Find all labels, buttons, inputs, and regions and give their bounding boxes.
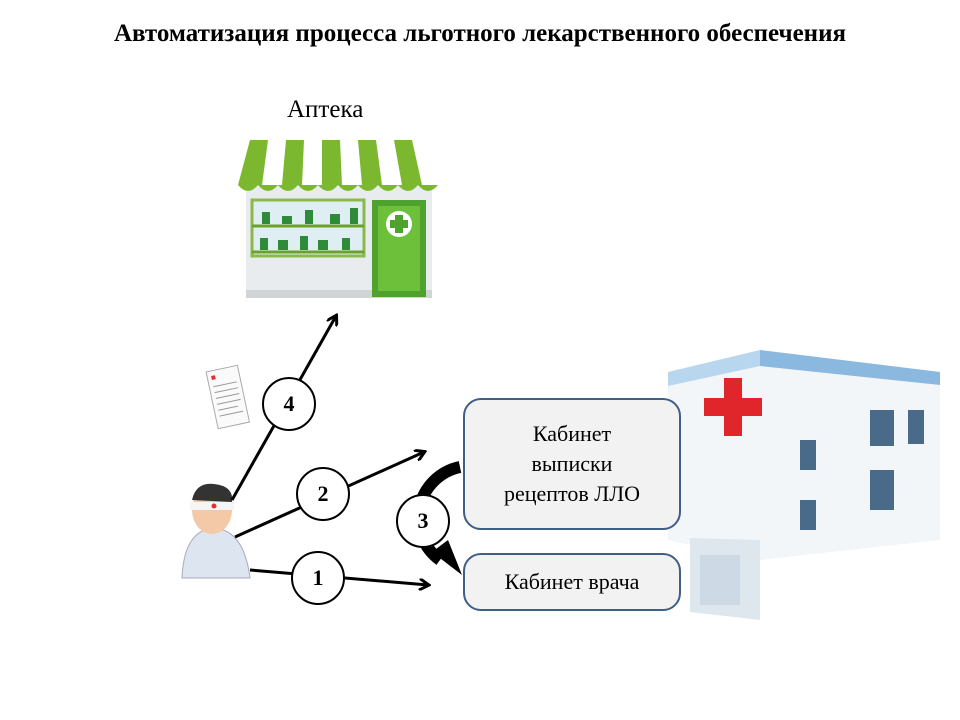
slide-title: Автоматизация процесса льготного лекарст…: [114, 20, 846, 47]
prescription-office-label: Кабинет выписки рецептов ЛЛО: [503, 421, 641, 506]
doctor-office-label: Кабинет врача: [504, 569, 640, 594]
step-1-circle: 1: [291, 551, 345, 605]
doctor-office-box: Кабинет врача: [463, 553, 681, 611]
step-2-circle: 2: [296, 467, 350, 521]
prescription-office-box: Кабинет выписки рецептов ЛЛО: [463, 398, 681, 530]
pharmacy-label: Аптека: [287, 96, 364, 123]
pharmacy-icon: [238, 140, 438, 298]
step-4-circle: 4: [262, 377, 316, 431]
prescription-document-icon: [205, 364, 251, 430]
step-3-circle: 3: [396, 494, 450, 548]
hospital-icon: [668, 350, 940, 620]
patient-icon: [181, 483, 251, 579]
